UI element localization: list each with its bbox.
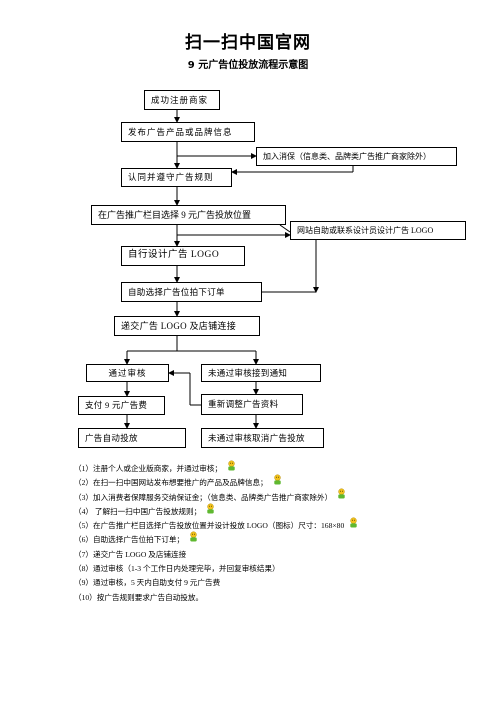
step-place-order: 自助选择广告位拍下订单 (121, 282, 262, 302)
step-auto-publish: 广告自动投放 (78, 428, 186, 448)
step-self-design-logo: 自行设计广告 LOGO (121, 246, 245, 266)
smiley-icon (228, 460, 235, 471)
step-register-merchant: 成功注册商家 (144, 90, 220, 110)
note-item: （10）按广告规则要求广告自动投放。 (74, 592, 204, 602)
page-title: 扫一扫中国官网 (185, 33, 311, 53)
step-readjust-materials: 重新调整广告资料 (201, 394, 303, 415)
step-select-position: 在广告推广栏目选择 9 元广告投放位置 (91, 205, 286, 225)
note-item: （1）注册个人或企业版商家，并通过审核； (74, 460, 359, 476)
step-approved: 通过审核 (86, 364, 169, 382)
step-join-deposit: 加入消保（信息类、品牌类广告推广商家除外） (256, 147, 457, 166)
instruction-notes: （1）注册个人或企业版商家，并通过审核； （2）在扫一扫中国网站发布想要推广的产… (74, 460, 359, 605)
smiley-icon (350, 517, 357, 528)
note-item: （8）通过审核（1-3 个工作日内处理完毕，并回复审核结果） (74, 564, 280, 574)
note-item: （3）加入消费者保障服务交纳保证金；（信息类、品牌类广告推广商家除外） (74, 488, 359, 505)
note-item: （6）自助选择广告位拍下订单； (74, 531, 359, 547)
smiley-icon (273, 474, 281, 485)
step-agree-rules: 认同并遵守广告规则 (121, 168, 232, 187)
smiley-icon (190, 531, 197, 542)
step-rejected-notice: 未通过审核接到通知 (201, 364, 321, 382)
note-item: （5）在广告推广栏目选择广告投放位置并设计投放 LOGO（图标）尺寸：168×8… (74, 517, 359, 533)
smiley-icon (338, 488, 345, 499)
step-pay-fee: 支付 9 元广告费 (78, 396, 165, 415)
step-publish-info: 发布广告产品或品牌信息 (121, 122, 255, 142)
note-item: （9）通过审核，5 天内自助支付 9 元广告费 (74, 578, 221, 588)
page-subtitle: 9 元广告位投放流程示意图 (187, 60, 309, 71)
step-submit-logo: 递交广告 LOGO 及店铺连接 (114, 316, 260, 336)
step-rejected-cancel: 未通过审核取消广告投放 (201, 428, 324, 448)
smiley-icon (207, 503, 214, 514)
step-website-design-logo: 网站自助或联系设计员设计广告 LOGO (290, 221, 466, 240)
note-item: （4） 了解扫一扫中国广告投放规则； (74, 503, 359, 519)
note-item: （7）递交广告 LOGO 及店铺连接 (74, 549, 187, 559)
note-item: （2）在扫一扫中国网站发布想要推广的产品及品牌信息； (74, 474, 359, 490)
